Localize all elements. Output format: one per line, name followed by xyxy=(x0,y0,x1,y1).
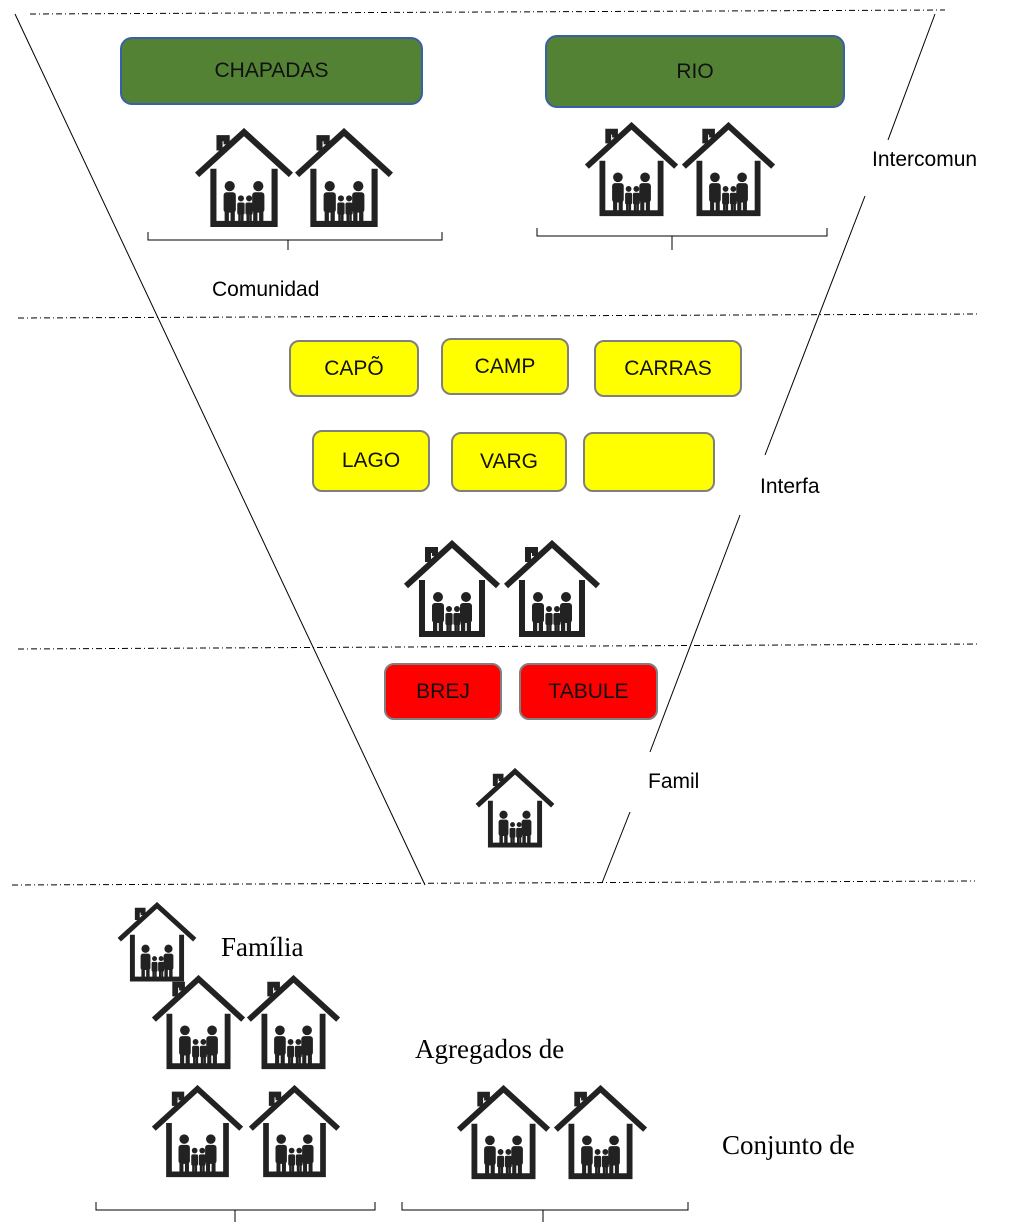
bracket-set-right xyxy=(401,1202,689,1222)
interface-box-lago: LAGO xyxy=(312,430,430,492)
house-family-icon xyxy=(193,127,295,230)
house-family-icon xyxy=(502,539,602,640)
legend-set-label: Conjunto de xyxy=(722,1130,855,1160)
funnel-right-seg-3 xyxy=(649,514,741,753)
bracket-chapadas xyxy=(147,232,443,250)
interface-box-capo: CAPÕ xyxy=(289,340,419,397)
level-label-intercommunity: Intercomun xyxy=(872,148,978,171)
community-box-chapadas: CHAPADAS xyxy=(120,37,423,105)
family-box-tabule: TABULE xyxy=(519,663,658,720)
house-family-icon xyxy=(455,1084,552,1182)
bracket-set-left xyxy=(95,1202,376,1222)
separator-2 xyxy=(17,643,981,650)
house-family-icon xyxy=(245,974,342,1072)
house-family-icon xyxy=(150,974,247,1072)
house-family-icon xyxy=(402,539,502,640)
house-family-icon xyxy=(247,1084,342,1180)
community-label: Comunidad xyxy=(212,278,320,301)
bracket-rio xyxy=(536,228,828,250)
house-family-icon xyxy=(293,127,395,230)
interface-box-carras: CARRAS xyxy=(594,340,742,397)
legend-family-label: Família xyxy=(221,932,304,962)
separator-1 xyxy=(17,313,981,319)
interface-box-empty xyxy=(583,432,715,492)
interface-box-camp: CAMP xyxy=(441,338,569,395)
funnel-right-seg-4 xyxy=(601,811,631,884)
community-box-rio: RIO xyxy=(545,35,845,108)
house-family-icon xyxy=(583,121,680,219)
house-family-icon xyxy=(150,1084,245,1180)
funnel-right-seg-1 xyxy=(887,13,936,141)
interface-box-varg: VARG xyxy=(451,432,567,492)
separator-3 xyxy=(11,880,976,886)
separator-top xyxy=(29,9,946,15)
legend-aggregates-label: Agregados de xyxy=(415,1034,565,1064)
family-box-brej: BREJ xyxy=(384,663,502,720)
house-family-icon xyxy=(680,121,777,219)
house-family-icon xyxy=(552,1084,649,1182)
funnel-left-edge xyxy=(14,13,426,886)
house-family-icon xyxy=(116,901,198,984)
house-family-icon xyxy=(474,767,556,850)
level-label-interface: Interfa xyxy=(760,475,820,498)
level-label-family: Famil xyxy=(648,770,700,793)
funnel-right-seg-2 xyxy=(764,195,866,456)
